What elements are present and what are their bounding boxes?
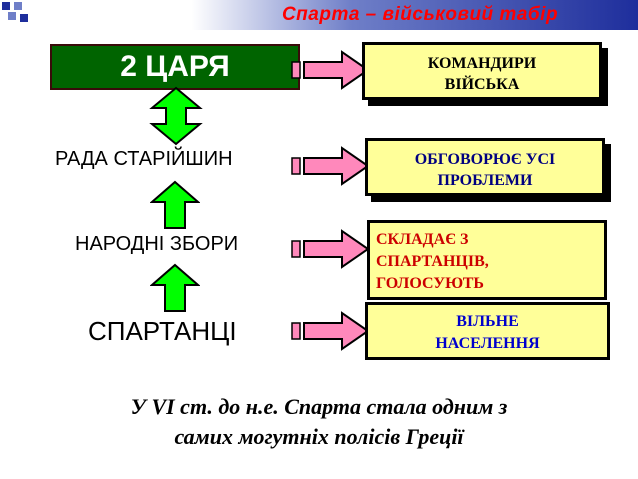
citizens-role-box: ВІЛЬНЕ НАСЕЛЕННЯ	[365, 302, 610, 360]
citizens-label: СПАРТАНЦІ	[88, 316, 237, 346]
up-arrow-icon	[150, 263, 200, 312]
right-arrow-icon	[291, 50, 370, 90]
assembly-role-line: ГОЛОСУЮТЬ	[376, 275, 484, 292]
kings-role-line: КОМАНДИРИ	[427, 55, 537, 72]
assembly-label: НАРОДНІ ЗБОРИ	[75, 233, 239, 255]
page-title: Спарта – військовий табір	[281, 4, 559, 25]
assembly-role-box: СКЛАДАЄ З СПАРТАНЦІВ, ГОЛОСУЮТЬ	[367, 220, 607, 300]
conclusion-line: самих могутніх полісів Греції	[174, 424, 464, 449]
council-role-line: ОБГОВОРЮЄ УСІ	[414, 151, 556, 168]
up-arrow-icon	[150, 180, 200, 229]
kings-box: 2 ЦАРЯ	[50, 44, 300, 90]
assembly-role-line: СПАРТАНЦІВ,	[376, 253, 489, 270]
council-role-box: ОБГОВОРЮЄ УСІ ПРОБЛЕМИ	[365, 138, 605, 196]
kings-role-line: ВІЙСЬКА	[444, 76, 520, 93]
header-bar	[0, 0, 638, 30]
citizens-role-line: НАСЕЛЕННЯ	[435, 335, 540, 352]
assembly-role-line: СКЛАДАЄ З	[376, 231, 469, 248]
right-arrow-icon	[291, 311, 370, 351]
conclusion-line: У VI ст. до н.е. Спарта стала одним з	[130, 394, 508, 419]
council-role-line: ПРОБЛЕМИ	[437, 172, 533, 189]
kings-role-box: КОМАНДИРИ ВІЙСЬКА	[362, 42, 602, 100]
council-label: РАДА СТАРІЙШИН	[55, 148, 233, 170]
right-arrow-icon	[291, 229, 370, 269]
citizens-role-line: ВІЛЬНЕ	[456, 313, 519, 330]
double-arrow-icon	[149, 86, 203, 146]
corner-squares-decoration	[2, 2, 28, 22]
conclusion-text: У VI ст. до н.е. Спарта стала одним з са…	[0, 392, 638, 452]
right-arrow-icon	[291, 146, 370, 186]
